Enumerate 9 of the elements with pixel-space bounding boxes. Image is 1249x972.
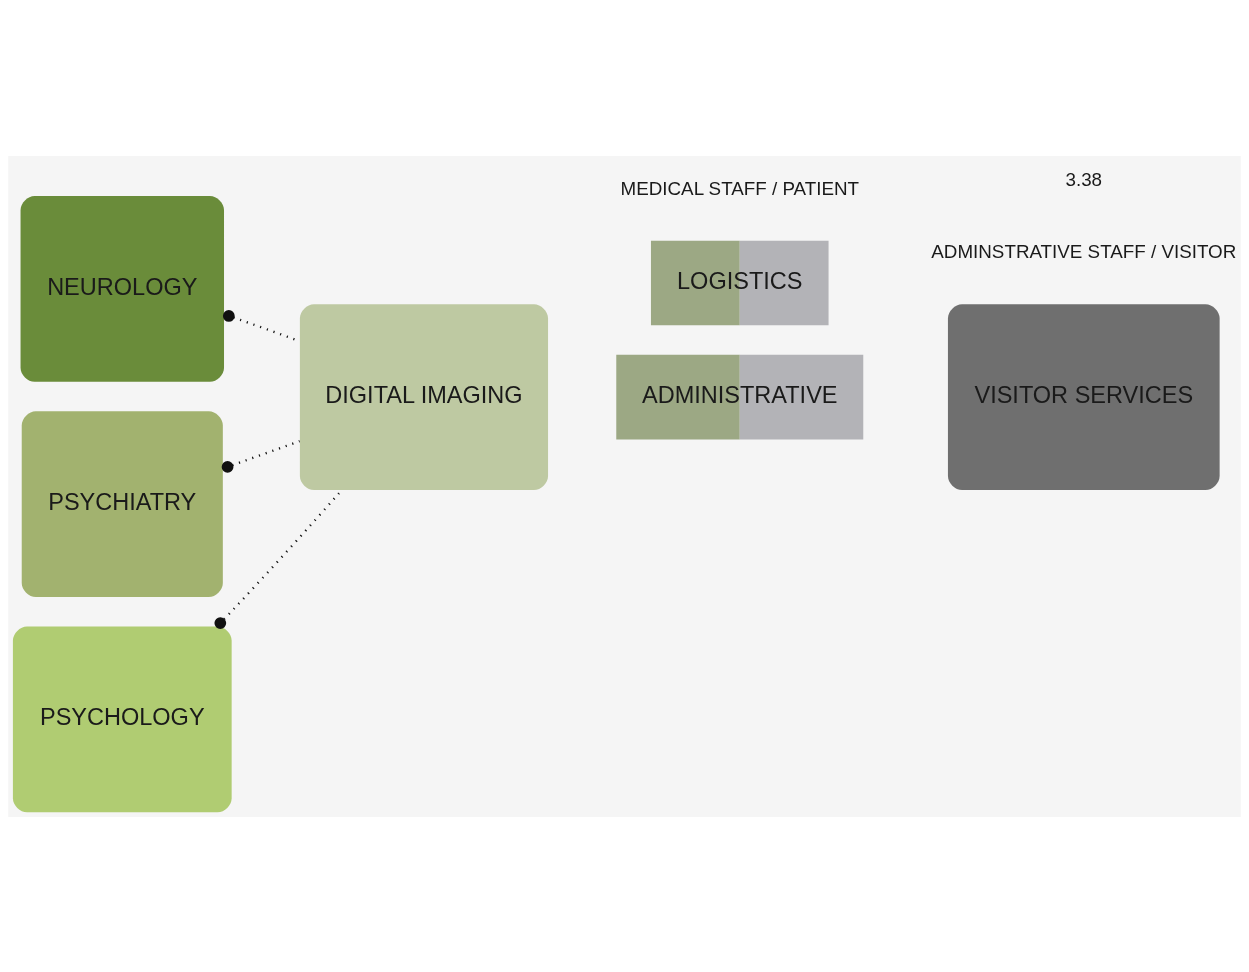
label: 3.38: [1065, 168, 1103, 190]
label: MEDICAL STAFF / PATIENT: [620, 177, 859, 199]
node-box: NEUROLOGY: [20, 195, 224, 382]
node-box: PSYCHIATRY: [21, 410, 223, 597]
node-box: DIGITAL IMAGING: [299, 303, 549, 490]
node-box: VISITOR SERVICES: [947, 303, 1220, 490]
label: ADMINSTRATIVE STAFF / VISITOR: [931, 240, 1237, 262]
node-box: PSYCHOLOGY: [12, 625, 232, 812]
connector: [221, 439, 300, 473]
